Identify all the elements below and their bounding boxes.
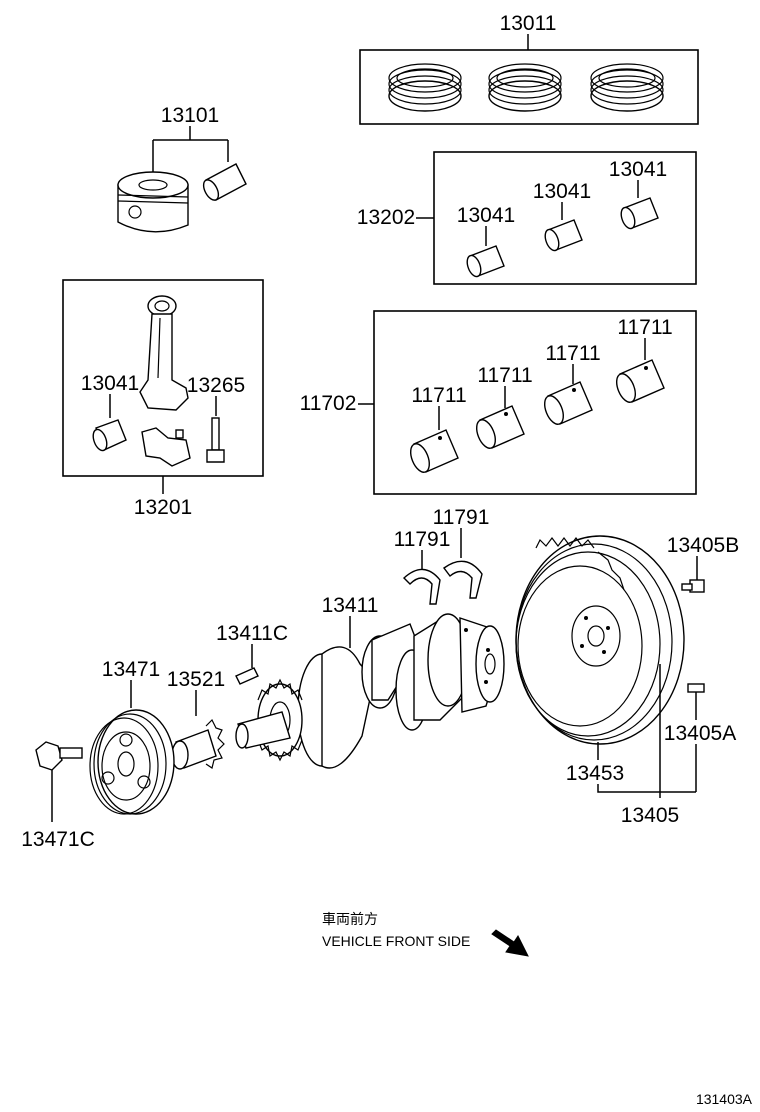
rod-bearing-2[interactable] xyxy=(543,219,583,252)
figure-id: 131403A xyxy=(696,1091,753,1107)
label-13041-c[interactable]: 13041 xyxy=(609,158,667,181)
main-bearing-4[interactable] xyxy=(613,359,665,405)
piston-pin[interactable] xyxy=(201,163,247,203)
crank-sprocket-group: 13521 xyxy=(167,668,225,770)
piston-ring-set-group: 13011 xyxy=(359,12,699,125)
main-bearing-box xyxy=(373,310,697,495)
thrust-washer-2[interactable] xyxy=(443,560,483,599)
dowel-pin[interactable] xyxy=(687,683,705,693)
piston-ring-3[interactable] xyxy=(590,63,664,112)
connecting-rod-bolt[interactable] xyxy=(206,417,225,463)
note-en: VEHICLE FRONT SIDE xyxy=(322,933,470,949)
label-13471C[interactable]: 13471C xyxy=(21,828,95,851)
piston[interactable] xyxy=(117,171,189,233)
piston-group: 13101 xyxy=(117,104,247,233)
label-13041-a[interactable]: 13041 xyxy=(457,204,515,227)
label-13521[interactable]: 13521 xyxy=(167,668,225,691)
main-bearing-2[interactable] xyxy=(473,405,525,451)
crank-pulley-group: 13471 xyxy=(89,658,175,815)
label-11791-a[interactable]: 11791 xyxy=(433,506,490,529)
label-13405[interactable]: 13405 xyxy=(621,804,679,827)
crankshaft-key-group: 13411C xyxy=(216,622,288,685)
label-13405A[interactable]: 13405A xyxy=(664,722,736,745)
piston-ring-2[interactable] xyxy=(488,63,562,112)
label-11711-a[interactable]: 11711 xyxy=(411,384,466,407)
label-13011[interactable]: 13011 xyxy=(500,12,557,35)
rod-bearing-set-group: 13202 13041 13041 13041 xyxy=(357,151,697,285)
pulley-bolt[interactable] xyxy=(35,741,83,771)
flywheel-group: 13405B 13405A 13453 xyxy=(515,534,739,827)
crankshaft-group: 13411 xyxy=(235,594,505,769)
crank-pulley[interactable] xyxy=(89,709,175,815)
thrust-washer-1[interactable] xyxy=(402,568,441,605)
thrust-washer-group: 11791 11791 xyxy=(394,506,490,605)
label-11711-b[interactable]: 11711 xyxy=(477,364,532,387)
crankshaft-key[interactable] xyxy=(235,667,259,685)
crankshaft[interactable] xyxy=(297,613,505,769)
label-11702[interactable]: 11702 xyxy=(300,392,357,415)
vehicle-front-note: 車両前方 VEHICLE FRONT SIDE xyxy=(322,911,529,957)
label-13471[interactable]: 13471 xyxy=(102,658,160,681)
connecting-rod[interactable] xyxy=(139,295,189,411)
label-13101[interactable]: 13101 xyxy=(161,104,219,127)
ring-set-box xyxy=(359,49,699,125)
main-bearing-set-group: 11702 11711 11711 11711 11711 xyxy=(300,310,697,495)
rod-bearing-3[interactable] xyxy=(619,197,659,230)
flywheel-bolt[interactable] xyxy=(681,579,705,593)
crank-sprocket[interactable] xyxy=(171,718,225,770)
label-13411[interactable]: 13411 xyxy=(322,594,379,617)
label-13202[interactable]: 13202 xyxy=(357,206,415,229)
label-13405B[interactable]: 13405B xyxy=(667,534,739,557)
piston-ring-1[interactable] xyxy=(388,63,462,112)
main-bearing-3[interactable] xyxy=(541,381,593,427)
front-direction-arrow-icon xyxy=(491,929,529,957)
rod-bearing-4[interactable] xyxy=(91,419,127,452)
flywheel[interactable] xyxy=(515,535,685,745)
label-11791-b[interactable]: 11791 xyxy=(394,528,451,551)
label-13041-b[interactable]: 13041 xyxy=(533,180,591,203)
label-13265[interactable]: 13265 xyxy=(187,374,245,397)
label-13201[interactable]: 13201 xyxy=(134,496,192,519)
crankshaft-nose[interactable] xyxy=(235,711,291,749)
connecting-rod-group: 13041 13265 13201 xyxy=(62,279,264,519)
label-13411C[interactable]: 13411C xyxy=(216,622,288,645)
note-jp: 車両前方 xyxy=(322,911,378,927)
label-13453[interactable]: 13453 xyxy=(566,762,624,785)
label-11711-c[interactable]: 11711 xyxy=(545,342,600,365)
rod-bearing-1[interactable] xyxy=(465,245,505,278)
label-11711-d[interactable]: 11711 xyxy=(617,316,672,339)
pulley-bolt-group: 13471C xyxy=(21,741,95,851)
label-13041-d[interactable]: 13041 xyxy=(81,372,139,395)
connecting-rod-cap[interactable] xyxy=(141,427,191,467)
main-bearing-1[interactable] xyxy=(407,429,459,475)
